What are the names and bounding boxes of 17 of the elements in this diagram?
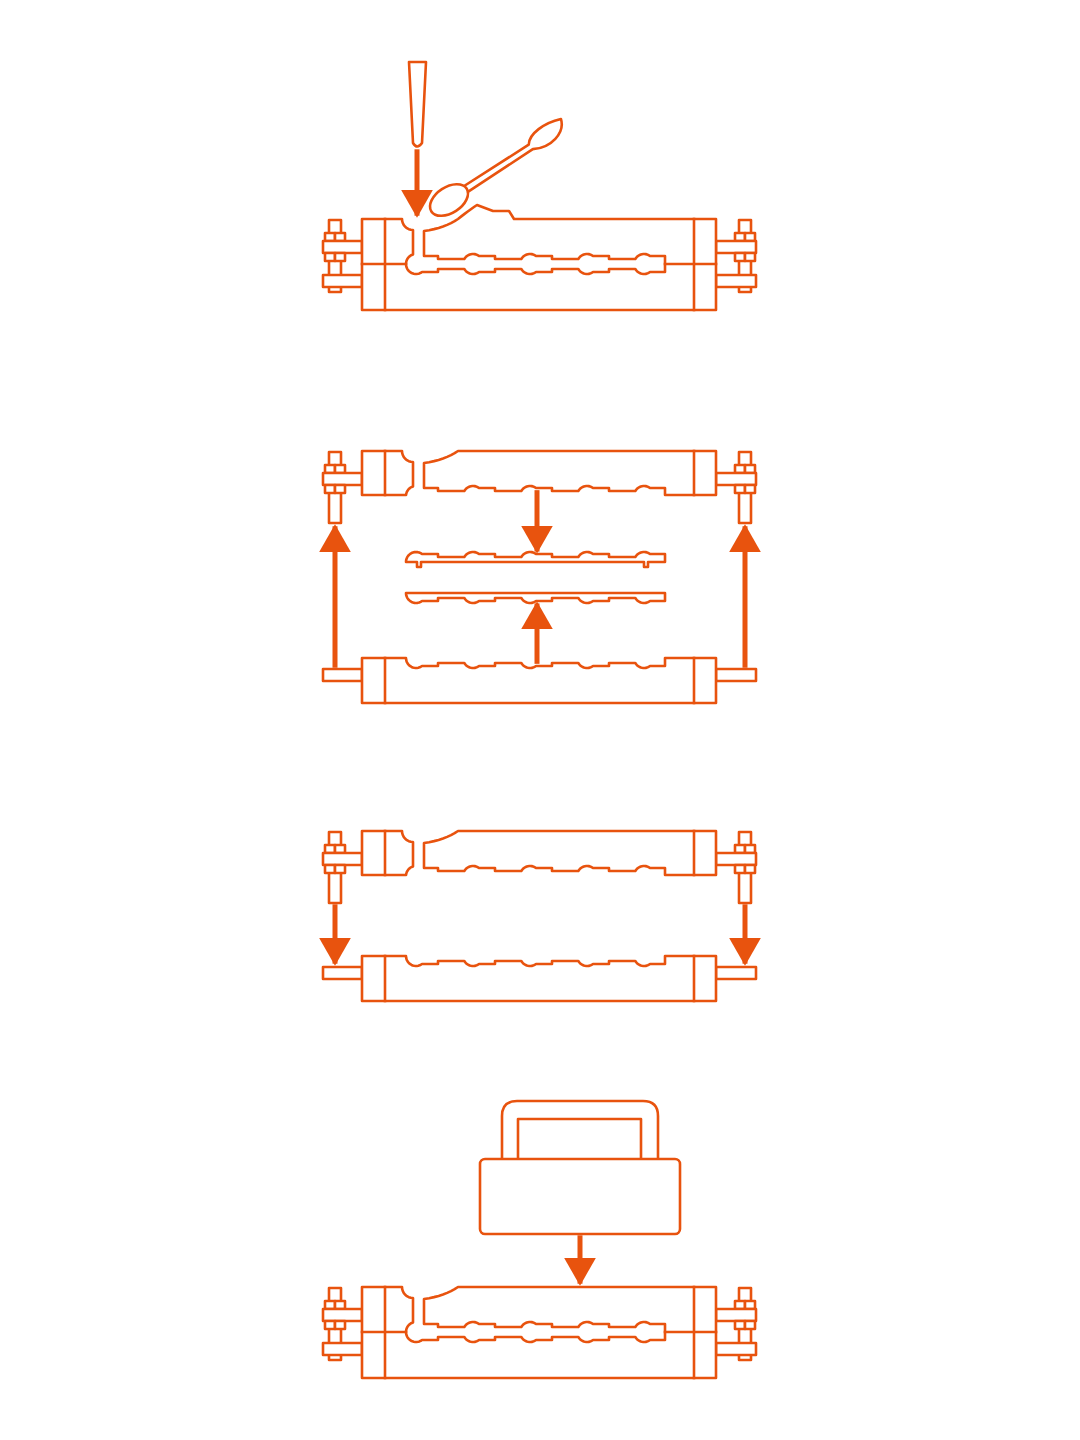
arrow xyxy=(401,149,433,218)
weight-drawing xyxy=(478,1099,682,1236)
arrow xyxy=(564,1235,596,1286)
mold-half-drawing xyxy=(321,449,758,525)
arrow xyxy=(319,904,351,966)
arrow xyxy=(729,904,761,966)
closed-mold-drawing xyxy=(321,1285,758,1380)
arrow xyxy=(521,601,553,664)
mold-half-drawing xyxy=(321,829,758,905)
arrow xyxy=(521,490,553,554)
cast-part-drawing xyxy=(404,591,667,605)
mold-half-drawing xyxy=(321,656,758,705)
mold-half-drawing xyxy=(321,954,758,1003)
pipette-drawing xyxy=(407,60,428,148)
cast-part-drawing xyxy=(404,550,667,569)
arrow xyxy=(319,524,351,668)
closed-mold-drawing xyxy=(321,203,758,312)
